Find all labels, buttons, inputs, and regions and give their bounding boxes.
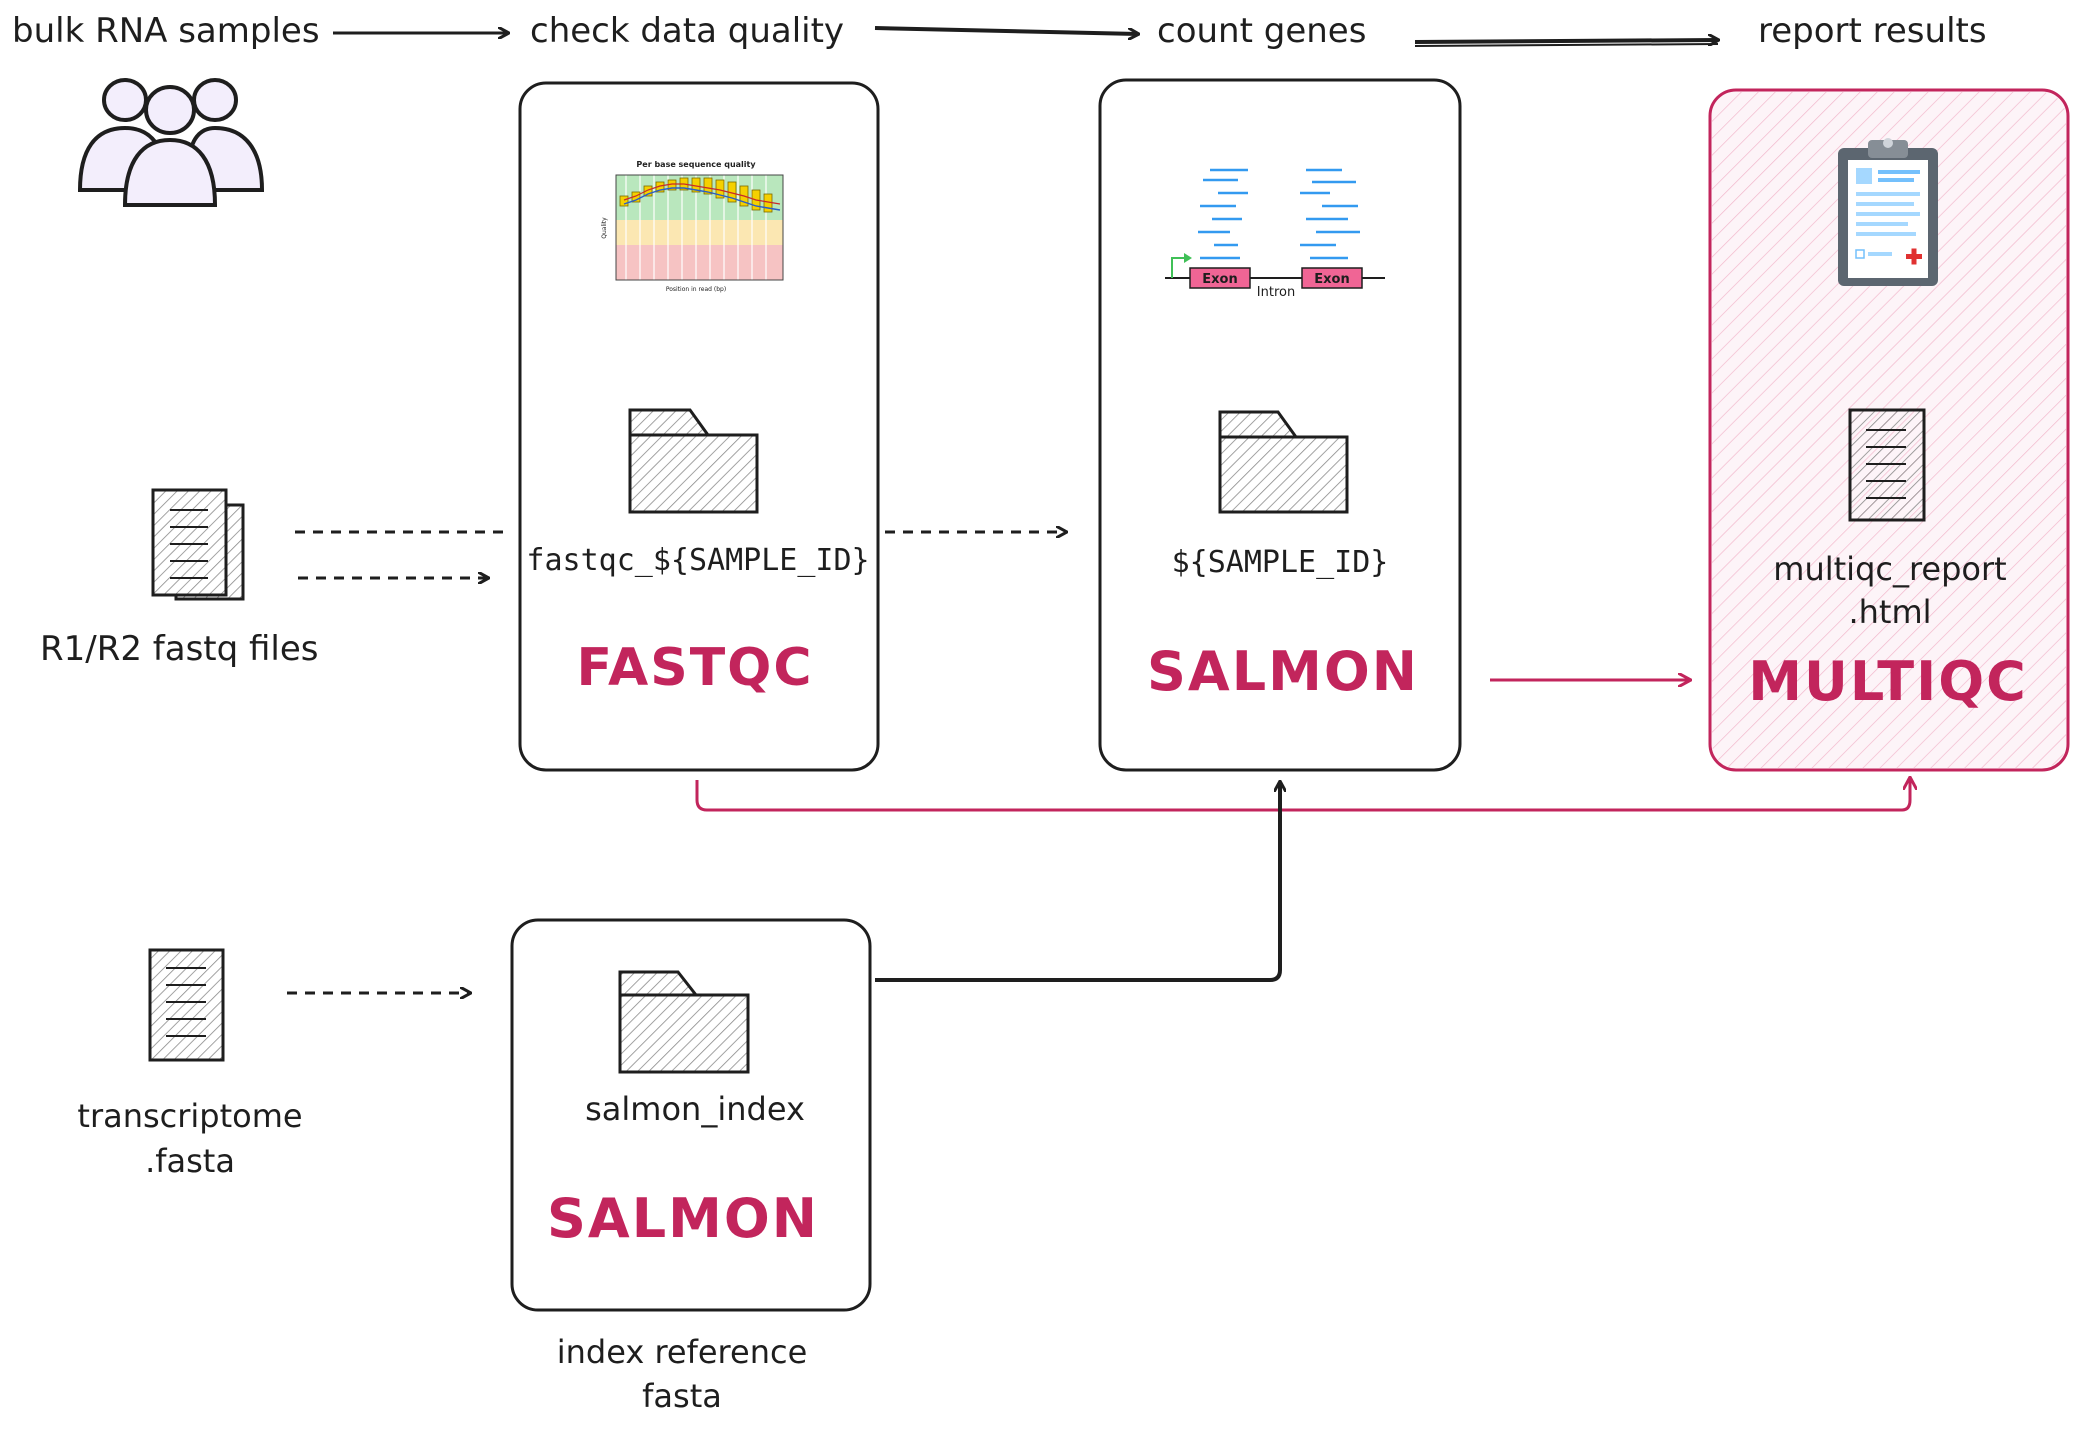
- step-label-quality: check data quality: [530, 11, 844, 51]
- clipboard-icon: [1838, 138, 1938, 286]
- intron-label: Intron: [1257, 285, 1295, 300]
- folder-icon: [628, 408, 759, 514]
- salmon-index-caption-line2: fasta: [642, 1377, 722, 1415]
- fastqc-output-folder-label: fastqc_${SAMPLE_ID}: [526, 543, 869, 578]
- fastqc-tool-label: FASTQC: [576, 638, 813, 698]
- quality-plot-icon: Per base sequence quality Position in re…: [601, 160, 784, 293]
- arrow-index-to-salmon-quant: [875, 782, 1280, 982]
- multiqc-report-line2: .html: [1848, 593, 1931, 631]
- step-label-count: count genes: [1157, 11, 1366, 51]
- folder-icon: [618, 970, 750, 1074]
- quality-plot-xlabel: Position in read (bp): [666, 286, 726, 293]
- step-label-report: report results: [1758, 11, 1987, 51]
- quality-plot-ylabel: Quality: [601, 217, 608, 239]
- documents-icon: [151, 488, 245, 601]
- salmon-quant-output-folder-label: ${SAMPLE_ID}: [1172, 545, 1389, 580]
- quality-plot-title: Per base sequence quality: [636, 160, 756, 169]
- exon-label-1: Exon: [1202, 272, 1237, 287]
- arrow-quality-to-count: [874, 26, 1138, 34]
- salmon-index-caption-line1: index reference: [557, 1333, 808, 1371]
- multiqc-report-line1: multiqc_report: [1773, 550, 2006, 588]
- fastq-files-label: R1/R2 fastq files: [40, 629, 319, 669]
- arrow-count-to-report-stroke: [1414, 43, 1719, 47]
- salmon-index-process-box: [510, 918, 872, 1312]
- people-icon: [77, 78, 265, 207]
- salmon-index-tool-label: SALMON: [547, 1187, 819, 1250]
- document-icon: [148, 948, 225, 1062]
- exon-label-2: Exon: [1314, 272, 1349, 287]
- salmon-index-folder-label: salmon_index: [585, 1090, 805, 1128]
- salmon-quant-tool-label: SALMON: [1147, 640, 1419, 703]
- alignment-icon: Exon Exon Intron: [1165, 168, 1385, 300]
- transcriptome-label-line2: .fasta: [145, 1142, 235, 1180]
- folder-icon: [1218, 410, 1349, 514]
- document-icon: [1848, 408, 1926, 522]
- transcriptome-label-line1: transcriptome: [77, 1097, 302, 1135]
- arrow-count-to-report: [1414, 40, 1718, 42]
- multiqc-tool-label: MULTIQC: [1748, 650, 2028, 713]
- arrow-fastqc-to-multiqc: [695, 778, 1910, 812]
- step-label-samples: bulk RNA samples: [12, 11, 320, 51]
